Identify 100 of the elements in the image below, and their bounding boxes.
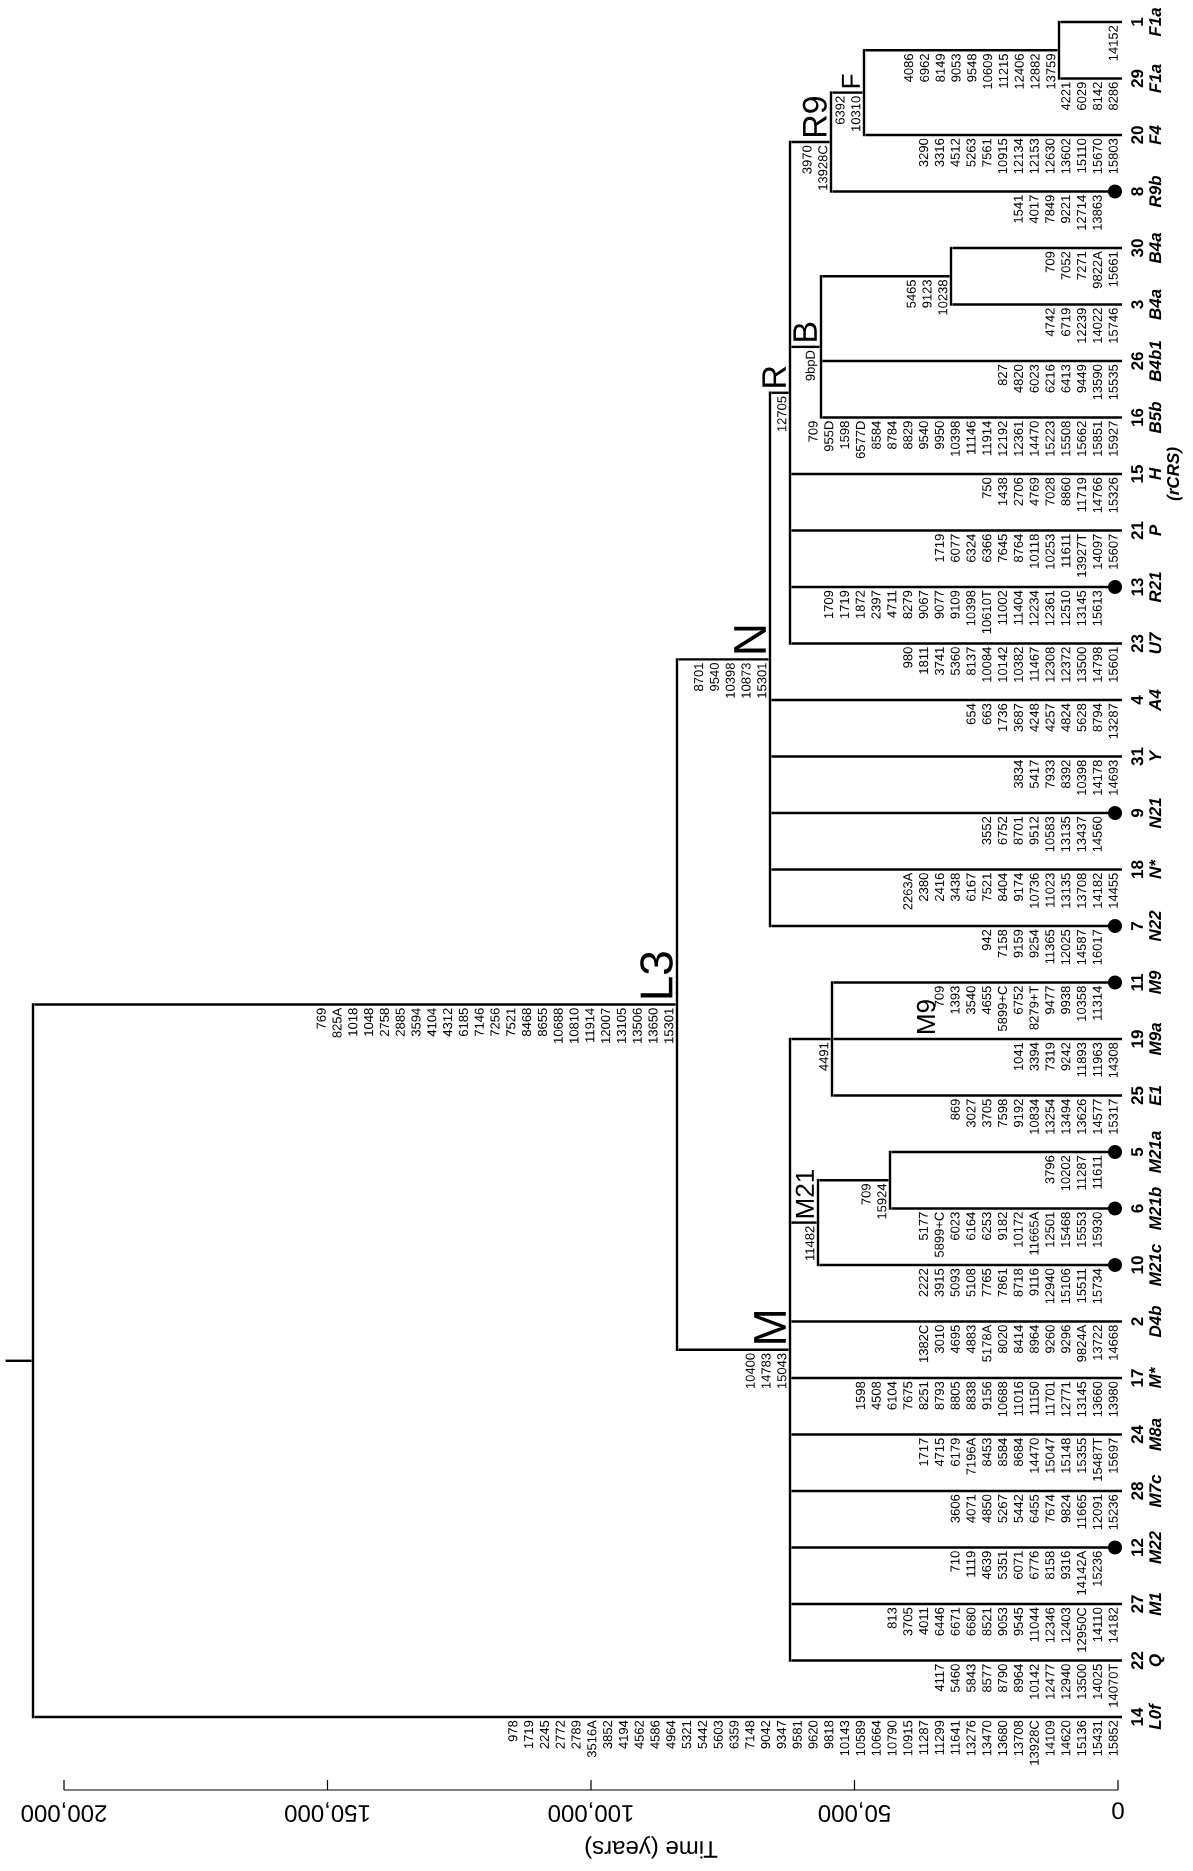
branch-line — [891, 1145, 1122, 1159]
branch-line — [791, 1540, 1122, 1555]
sample-label: 11 M9 — [1131, 970, 1162, 994]
tick-label: 100,000 — [548, 1802, 633, 1822]
mutation-list: 710 1119 4639 5351 6071 6776 8158 9316 14142A 15236 — [950, 1550, 1102, 1595]
branch-line — [791, 1221, 817, 1224]
sample-label: 23 U7 — [1131, 631, 1162, 654]
branch-line — [952, 246, 1122, 250]
mutation-list: 709 7052 7271 9822A 15661 — [1045, 251, 1118, 289]
branch-line — [833, 975, 1122, 990]
sample-label: 17 M* — [1131, 1366, 1161, 1389]
branch-line — [5, 1359, 32, 1362]
branch-line — [771, 806, 1122, 820]
mutation-list: 3970 13928C — [802, 145, 828, 190]
mutation-list: 813 3705 4011 6446 6671 6680 8521 9053 9545 11044 12346 12403 12950C 14110 14182 — [887, 1607, 1118, 1652]
tick-label: 200,000 — [21, 1802, 107, 1822]
clade-label: N — [734, 626, 766, 653]
mutation-list: 8701 9540 10398 10873 15301 — [694, 663, 767, 698]
branch-line — [822, 416, 1122, 419]
branch-line — [791, 1489, 1122, 1493]
sample-label: 25 E1 — [1131, 1086, 1162, 1106]
mutation-list: 11482 — [805, 1226, 815, 1260]
sample-label: 7 N22 — [1131, 910, 1161, 942]
branch-line — [678, 1348, 789, 1351]
branch-line — [1060, 20, 1122, 24]
mutation-list: 4491 — [819, 1042, 829, 1071]
sample-label: 22 Q — [1131, 1651, 1165, 1670]
mutation-list: 942 7158 9159 9254 11365 12025 14587 16017 — [982, 929, 1102, 965]
branch-line — [819, 1179, 889, 1182]
mutation-list: 3606 4071 4850 5267 5442 6455 7674 9824 11665 12091 15236 — [950, 1494, 1118, 1530]
branch-line — [791, 642, 1122, 645]
branch-line — [791, 1376, 1122, 1380]
sample-label: 26 B4b1 — [1131, 341, 1162, 382]
sample-label: 3 B4a — [1131, 289, 1162, 320]
mutation-list: 709 1393 3540 4655 5899+C 6752 8279+T 9477 9938 10358 11314 — [934, 986, 1102, 1032]
sample-label: 10 M21c — [1131, 1244, 1162, 1286]
mutation-list: 2222 3915 5093 5108 7765 7861 8718 9116 12940 15106 15511 15734 — [918, 1268, 1102, 1304]
branch-line — [791, 1659, 1122, 1662]
sample-label: 8 R9b — [1131, 175, 1162, 208]
branch-line — [865, 133, 1122, 137]
mutation-list: 6392 10310 — [835, 96, 861, 131]
branch-line — [771, 391, 789, 394]
branch-line — [771, 868, 1122, 871]
clade-label: B — [793, 322, 817, 341]
branch-line — [791, 580, 1122, 594]
branch-line — [822, 359, 1122, 363]
sample-label: 29 F1a — [1131, 64, 1162, 93]
clade-label: F — [841, 74, 860, 88]
mutation-list: 709 955D 1598 6577D 8584 8784 8829 9540 9950 10398 11146 11914 12192 12361 14470 15223 15508 15662 15851 15927 — [808, 421, 1118, 459]
branch-line — [865, 49, 1058, 52]
clade-label: L3 — [640, 952, 673, 998]
sample-label: 28 M7c — [1131, 1474, 1162, 1508]
branch-line — [791, 1433, 1122, 1436]
sample-label: 18 N* — [1131, 859, 1162, 879]
mutation-list: 769 825A 1018 1048 2758 2885 3594 4104 4312 6185 7146 7256 7521 8468 8655 10688 10810 11914 12007 13105 13506 13650 15301 — [316, 1007, 674, 1043]
bracket-line — [1057, 20, 1061, 80]
branch-line — [832, 91, 863, 94]
mutation-list: 3796 10202 11287 11611 — [1045, 1155, 1102, 1191]
sample-label: 6 M21b — [1131, 1187, 1162, 1230]
sample-label: 4 A4 — [1131, 689, 1161, 712]
bracket-line — [949, 246, 953, 306]
branch-line — [34, 1003, 676, 1006]
mutation-list: 709 15924 — [861, 1183, 887, 1219]
branch-line — [791, 345, 820, 349]
branch-line — [791, 1602, 1122, 1606]
mutation-list: 1598 4508 6104 7675 8251 8793 8805 8838 9156 10688 11016 11150 11701 12771 13145 13660 13980 — [855, 1381, 1118, 1417]
tick-label: 0 — [1112, 1802, 1124, 1820]
sample-label: 20 F4 — [1131, 125, 1162, 145]
sample-label: 16 B5b — [1131, 401, 1162, 434]
clade-label: R9 — [802, 97, 827, 137]
sample-label: 9 N21 — [1131, 798, 1162, 829]
sample-label: 1 F1a — [1131, 7, 1162, 37]
mutation-list: 654 663 1736 3687 4248 4257 4824 5628 8794 13287 — [966, 703, 1118, 739]
sample-label: 13 R21 — [1131, 572, 1162, 603]
branch-line — [952, 303, 1122, 306]
branch-line — [791, 1320, 1122, 1323]
sample-label: 31 Y — [1131, 747, 1162, 766]
sample-label: 15 H (rCRS) — [1131, 447, 1183, 501]
branch-line — [771, 919, 1122, 933]
branch-line — [833, 1037, 1122, 1041]
clade-label: M — [754, 1312, 786, 1343]
branch-line — [832, 184, 1122, 199]
sample-label: 19 M9a — [1131, 1022, 1162, 1056]
bracket-line — [888, 1150, 892, 1210]
mutation-list: 1709 1719 1872 2397 4711 8279 9067 9077 9109 10398 10610T 11002 11404 12234 12361 12510 13145 15613 — [824, 590, 1102, 634]
clade-label: M21 — [795, 1170, 814, 1218]
branch-line — [791, 472, 1122, 476]
branch-line — [791, 529, 1122, 532]
mutation-list: 10400 14783 15043 — [745, 1353, 787, 1389]
mutation-list: 1541 4017 7849 9221 12714 13863 — [1013, 195, 1102, 230]
mutation-list: 1719 6077 6324 6366 7645 8764 10118 10253 11611 13927T 14097 15607 — [934, 534, 1118, 577]
mutation-list: 750 1438 2706 4769 7028 8860 11719 14766 15326 — [982, 477, 1118, 513]
mutation-list: 1382C 3010 4695 4883 5178A 8020 8414 8964 9260 9296 9824A 13722 14668 — [919, 1324, 1118, 1362]
sample-label: 2 D4b — [1131, 1305, 1162, 1338]
branch-line — [891, 1201, 1122, 1216]
mutation-list: 1041 3394 7319 9242 11893 11963 14308 — [1013, 1042, 1118, 1078]
sample-label: 14 L0f — [1131, 1702, 1162, 1730]
mutation-list: 827 4820 6023 6216 6413 9449 13590 15535 — [998, 364, 1118, 400]
clade-label: M9 — [916, 1000, 936, 1033]
mutation-list: 5177 5899+C 6023 6164 6253 9182 10172 11665A 12501 15468 15553 15930 — [918, 1211, 1102, 1258]
